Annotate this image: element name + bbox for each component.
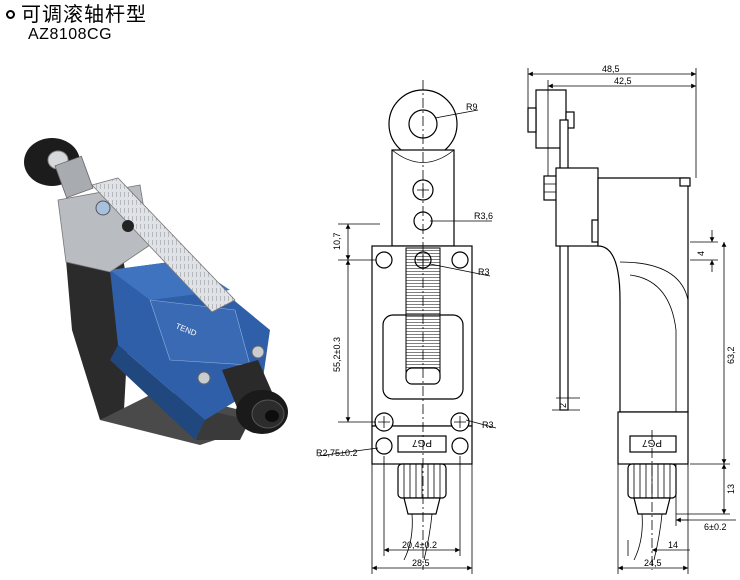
- dim-width: 28,5: [412, 558, 430, 568]
- dim-height: 55,2±0.3: [332, 337, 342, 372]
- dim-small-step: 4: [696, 251, 706, 256]
- front-corner-hole: [451, 251, 469, 269]
- dim-overall-width: 48,5: [602, 64, 620, 74]
- side-lever: [559, 119, 569, 411]
- side-gland-label: PG7: [642, 437, 662, 448]
- dim-hole-spacing: 20,4±0.2: [402, 540, 437, 550]
- front-cable: [403, 513, 433, 561]
- side-body: [597, 177, 689, 413]
- photo-gland-base: [196, 410, 250, 440]
- model-number: AZ8108CG: [28, 26, 113, 43]
- side-head-block: [555, 167, 599, 247]
- photo-ruler-lever: [91, 177, 236, 313]
- header: 可调滚轴杆型 AZ8108CG: [6, 2, 147, 44]
- side-top-lip: [679, 177, 691, 187]
- photo-blue-side: [110, 345, 205, 440]
- dim-gland-dist: 14: [668, 540, 678, 550]
- dim-lower-hole-radius: R2,75±0.2: [316, 448, 357, 458]
- side-dimensions: 48,5 42,5 4 63,2 2 13 6±0.2 14: [527, 64, 736, 574]
- front-lower-hole: [375, 437, 393, 455]
- side-roller-cap: [527, 107, 537, 133]
- dim-lever-offset: 2: [558, 403, 568, 408]
- front-corner-hole: [375, 251, 393, 269]
- front-lower-hole: [451, 437, 469, 455]
- side-cable: [633, 513, 663, 561]
- dim-body-height: 63,2: [726, 346, 736, 364]
- dim-gland-height: 13: [726, 484, 736, 494]
- photo-cable-gland: [222, 360, 288, 434]
- front-gland-plate: [397, 435, 447, 453]
- dim-roller-radius: R9: [466, 102, 478, 112]
- front-gland-label: PG7: [412, 437, 432, 448]
- dim-gland-offset: 6±0.2: [704, 522, 726, 532]
- product-photo: TEND: [24, 138, 288, 445]
- front-dimensions: R9 R3,6 R3 R3 R2,75±0.2 10,7 55,2±0.3 20…: [316, 102, 497, 574]
- dim-lower-screw-radius: R3: [482, 420, 494, 430]
- dim-hole-radius: R3,6: [474, 211, 493, 221]
- side-view: PG7: [527, 89, 691, 570]
- product-title: 可调滚轴杆型: [21, 2, 147, 26]
- photo-lever-screw: [95, 200, 111, 216]
- side-gland-plate: [629, 435, 677, 453]
- front-gland-cap: [403, 497, 441, 515]
- dim-base-width: 24,5: [644, 558, 662, 568]
- photo-lever-hole: [122, 220, 134, 232]
- dim-upper-screw-radius: R3: [478, 267, 490, 277]
- title-row: 可调滚轴杆型: [6, 2, 147, 26]
- photo-screw: [251, 345, 265, 359]
- dim-top-offset: 10,7: [332, 232, 342, 250]
- photo-screw: [197, 371, 211, 385]
- dim-body-to-lever: 42,5: [614, 76, 632, 86]
- photo-roller-arm: [54, 155, 94, 199]
- bullet-icon: [6, 9, 15, 19]
- front-view: PG7: [371, 80, 473, 570]
